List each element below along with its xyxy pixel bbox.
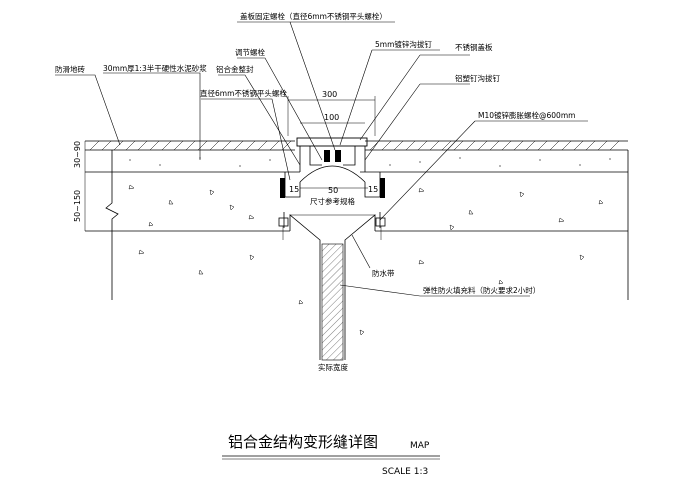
dim-15-right: 15 — [368, 185, 378, 194]
label-anchor-bolt: M10镀锌膨胀螺栓@600mm — [478, 110, 575, 120]
label-cover-fixing-bolt: 盖板固定螺栓（直径6mm不锈钢平头螺栓） — [240, 11, 387, 21]
leaders — [55, 21, 588, 297]
label-inner-note: 尺寸参考规格 — [310, 196, 355, 206]
dim-100: 100 — [324, 113, 339, 122]
concrete-aggregate — [128, 184, 604, 336]
label-flat-bolt-6mm: 直径6mm不锈钢平头螺栓 — [200, 88, 287, 98]
joint-structure — [278, 137, 386, 361]
label-surface-layer: 防滑地砖 — [55, 64, 85, 74]
label-waterstop: 防水带 — [372, 268, 395, 278]
dim-30-90: 30~90 — [73, 141, 82, 168]
dim-50: 50 — [328, 186, 338, 195]
dim-15-left: 15 — [289, 185, 299, 194]
label-mortar-30mm: 30mm厚1:3半干硬性水泥砂浆 — [103, 63, 207, 73]
label-fire-filler: 弹性防火填充料（防火要求2小时） — [423, 285, 540, 295]
dimensions: 300 100 50 15 15 30~90 50~150 — [73, 90, 378, 231]
drawing-scale: SCALE 1:3 — [382, 467, 428, 477]
label-adjust-bolt: 调节螺栓 — [235, 47, 265, 57]
floor-layers — [85, 140, 629, 336]
dim-300: 300 — [322, 90, 337, 99]
label-actual-joint: 实际宽度 — [318, 362, 348, 372]
label-aluminum-seal: 铝合金整封 — [216, 64, 254, 74]
label-rivet-5mm: 5mm镀锌沟拔钉 — [375, 39, 432, 49]
title-block: 铝合金结构变形缝详图 MAP SCALE 1:3 — [222, 433, 440, 477]
surface-hatch — [89, 140, 620, 151]
drawing-title: 铝合金结构变形缝详图 — [228, 433, 378, 451]
mortar-stipple — [129, 157, 611, 167]
label-alu-rivet: 铝塑钉沟拔钉 — [455, 73, 500, 83]
label-stainless-cover: 不锈钢盖板 — [455, 42, 493, 52]
dim-50-150: 50~150 — [73, 190, 82, 222]
drawing-map-label: MAP — [410, 441, 430, 451]
labels: 盖板固定螺栓（直径6mm不锈钢平头螺栓） 5mm镀锌沟拔钉 不锈钢盖板 调节螺栓… — [55, 11, 575, 372]
